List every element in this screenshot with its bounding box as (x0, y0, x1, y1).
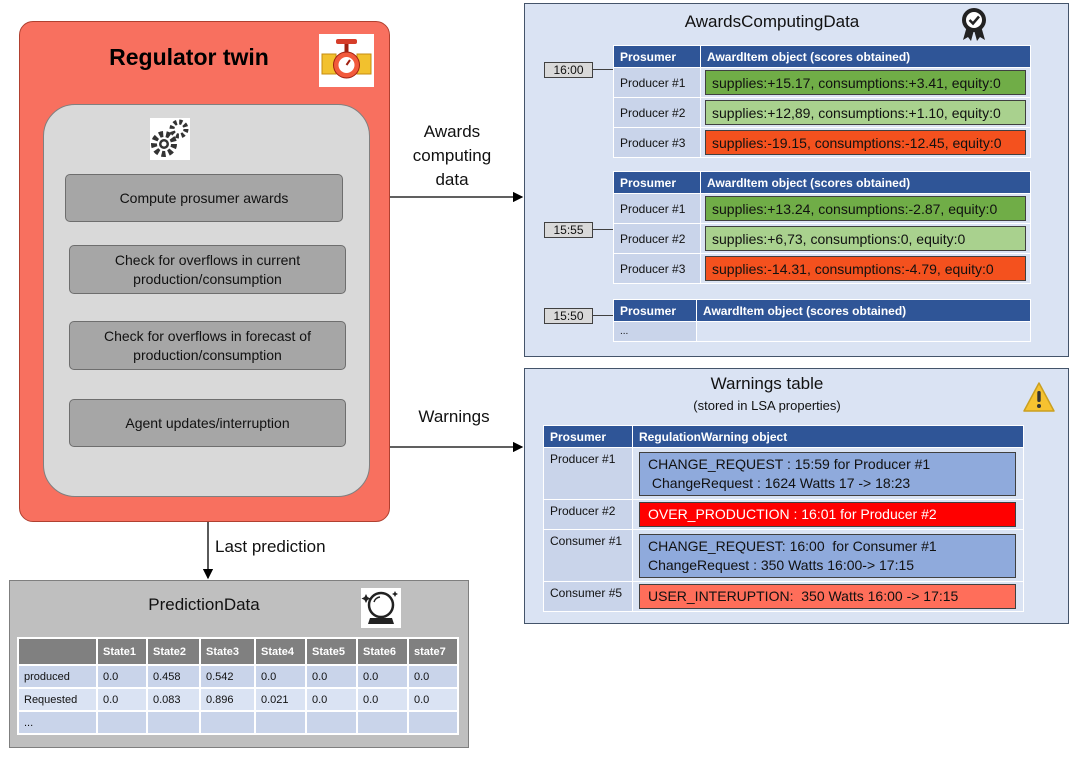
warning-line2: ChangeRequest : 1624 Watts 17 -> 18:23 (648, 474, 911, 491)
pred-cell: 0.0 (305, 664, 358, 689)
valve-gauge-icon (319, 34, 374, 87)
task-check-forecast-overflows: Check for overflows in forecast of produ… (69, 321, 346, 370)
award-value: supplies:+13.24, consumptions:-2.87, equ… (705, 196, 1026, 221)
warning-line1: CHANGE_REQUEST: 16:00 for Consumer #1 (648, 537, 937, 554)
col-prosumer: Prosumer (613, 45, 701, 68)
pred-header: State5 (305, 637, 358, 666)
pred-cell: produced (17, 664, 98, 689)
prosumer-cell: Producer #1 (543, 447, 633, 500)
crystal-ball-icon (361, 588, 401, 628)
pred-cell: 0.0 (356, 687, 409, 712)
pred-cell: Requested (17, 687, 98, 712)
prosumer-cell: Producer #1 (613, 193, 701, 224)
pred-cell: 0.021 (254, 687, 307, 712)
prosumer-cell: Producer #3 (613, 127, 701, 158)
pred-cell (96, 710, 148, 735)
warning-line1: OVER_PRODUCTION : 16:01 for Producer #2 (648, 506, 937, 522)
warning-entry: USER_INTERUPTION: 350 Watts 16:00 -> 17:… (639, 584, 1016, 609)
pred-cell (305, 710, 358, 735)
award-value: supplies:+12,89, consumptions:+1.10, equ… (705, 100, 1026, 125)
regulator-title: Regulator twin (109, 44, 269, 70)
warnings-subtitle: (stored in LSA properties) (693, 398, 841, 413)
col-award-item: AwardItem object (scores obtained) (696, 299, 1031, 322)
award-badge-icon (958, 6, 990, 42)
prosumer-cell: Producer #2 (613, 223, 701, 254)
award-value: supplies:+15.17, consumptions:+3.41, equ… (705, 70, 1026, 95)
prediction-title: PredictionData (148, 595, 260, 614)
awards-connection-label: Awards computing data (412, 122, 492, 189)
pred-cell: 0.0 (254, 664, 307, 689)
awards-table-1555: Prosumer AwardItem object (scores obtain… (613, 171, 1031, 284)
warning-line2: ChangeRequest : 350 Watts 16:00-> 17:15 (648, 556, 915, 573)
pred-header: state7 (407, 637, 459, 666)
task-check-current-overflows: Check for overflows in current productio… (69, 245, 346, 294)
warning-entry: CHANGE_REQUEST: 16:00 for Consumer #1 Ch… (639, 533, 1016, 578)
task-compute-awards: Compute prosumer awards (65, 174, 343, 222)
pred-header: State4 (254, 637, 307, 666)
pred-cell (254, 710, 307, 735)
pred-cell: 0.458 (146, 664, 201, 689)
col-prosumer: Prosumer (543, 425, 633, 448)
pred-header: State2 (146, 637, 201, 666)
pred-cell (407, 710, 459, 735)
pred-cell: 0.0 (407, 687, 459, 712)
awards-title: AwardsComputingData (684, 12, 860, 31)
warnings-connection-label: Warnings (418, 407, 490, 426)
pred-cell: 0.0 (96, 687, 148, 712)
time-connector (593, 69, 613, 70)
col-prosumer: Prosumer (613, 299, 697, 322)
award-value: supplies:-14.31, consumptions:-4.79, equ… (705, 256, 1026, 281)
prosumer-cell: Producer #2 (613, 97, 701, 128)
pred-header: State3 (199, 637, 256, 666)
prosumer-cell: ... (613, 321, 697, 342)
prosumer-cell: Consumer #1 (543, 529, 633, 582)
time-marker-1550: 15:50 (544, 308, 593, 324)
gears-icon (150, 118, 190, 160)
pred-cell: 0.0 (356, 664, 409, 689)
pred-cell: 0.0 (305, 687, 358, 712)
prosumer-cell: Producer #1 (613, 67, 701, 98)
warning-triangle-icon (1022, 381, 1056, 413)
warnings-title: Warnings table (710, 374, 824, 393)
warning-entry: OVER_PRODUCTION : 16:01 for Producer #2 (639, 502, 1016, 527)
pred-cell (356, 710, 409, 735)
award-value: supplies:+6,73, consumptions:0, equity:0 (705, 226, 1026, 251)
prosumer-cell: Producer #3 (613, 253, 701, 284)
pred-cell (199, 710, 256, 735)
award-value: supplies:-19.15, consumptions:-12.45, eq… (705, 130, 1026, 155)
time-connector (593, 229, 613, 230)
prediction-table: State1 State2 State3 State4 State5 State… (17, 637, 459, 735)
prosumer-cell: Producer #2 (543, 499, 633, 530)
time-connector (593, 315, 613, 316)
warning-entry: CHANGE_REQUEST : 15:59 for Producer #1 C… (639, 451, 1016, 496)
col-regulation-warning: RegulationWarning object (632, 425, 1024, 448)
pred-cell: 0.0 (407, 664, 459, 689)
prediction-connection-label: Last prediction (215, 537, 326, 556)
task-agent-updates: Agent updates/interruption (69, 399, 346, 447)
warning-line1: CHANGE_REQUEST : 15:59 for Producer #1 (648, 455, 931, 472)
award-value (696, 321, 1031, 342)
pred-header: State1 (96, 637, 148, 666)
col-award-item: AwardItem object (scores obtained) (700, 171, 1031, 194)
col-prosumer: Prosumer (613, 171, 701, 194)
col-award-item: AwardItem object (scores obtained) (700, 45, 1031, 68)
warning-line1: USER_INTERUPTION: 350 Watts 16:00 -> 17:… (648, 588, 959, 604)
warnings-table: Prosumer RegulationWarning object Produc… (543, 425, 1024, 612)
pred-cell: 0.542 (199, 664, 256, 689)
time-marker-1555: 15:55 (544, 222, 593, 238)
pred-cell: 0.083 (146, 687, 201, 712)
time-marker-1600: 16:00 (544, 62, 593, 78)
awards-table-1600: Prosumer AwardItem object (scores obtain… (613, 45, 1031, 158)
pred-header: State6 (356, 637, 409, 666)
awards-table-1550: Prosumer AwardItem object (scores obtain… (613, 299, 1031, 342)
pred-cell (146, 710, 201, 735)
prosumer-cell: Consumer #5 (543, 581, 633, 612)
pred-cell: 0.0 (96, 664, 148, 689)
pred-cell: 0.896 (199, 687, 256, 712)
pred-header (17, 637, 98, 666)
pred-cell: ... (17, 710, 98, 735)
